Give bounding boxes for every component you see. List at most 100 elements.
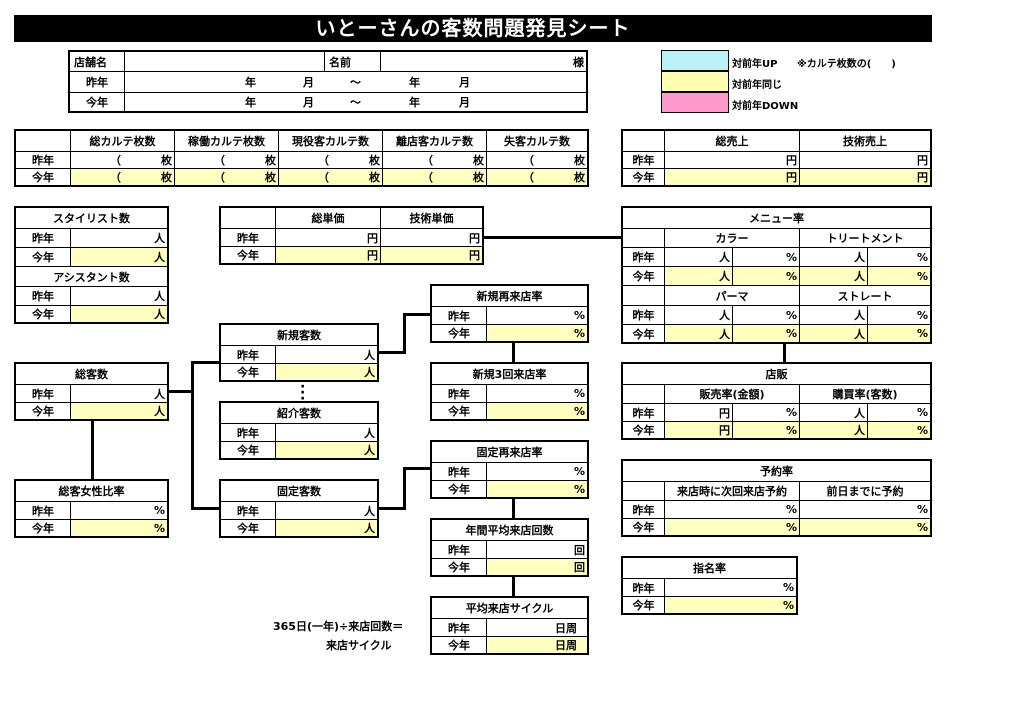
- nin-unit: 人: [364, 348, 375, 362]
- pct-unit: %: [153, 521, 165, 535]
- karte-lost-last[interactable]: （枚: [486, 152, 587, 168]
- new-third-header: 新規3回来店率: [472, 368, 547, 381]
- row-this-label: 今年: [32, 171, 54, 184]
- connector-fixed-vertical: [403, 467, 406, 510]
- menu-color-count-last[interactable]: 人: [664, 248, 732, 266]
- assistant-this[interactable]: 人: [70, 306, 167, 322]
- menu-straight-pct-this[interactable]: %: [867, 325, 930, 342]
- row-last-label: 昨年: [632, 154, 655, 167]
- connector-menu-retail: [783, 344, 786, 362]
- fixed-customers-last[interactable]: 人: [275, 502, 377, 519]
- annual-visits-last[interactable]: 回: [486, 541, 587, 558]
- nomination-this[interactable]: %: [664, 597, 796, 613]
- karte-active-this[interactable]: （枚: [174, 169, 278, 185]
- stylist-this[interactable]: 人: [70, 248, 167, 266]
- reservation-table: 予約率 来店時に次回来店予約 前日までに予約 昨年 % % 今年 % %: [621, 459, 932, 537]
- avg-cycle-last[interactable]: 日周: [486, 619, 587, 636]
- pct-unit: %: [782, 581, 794, 594]
- pct-unit: %: [916, 406, 928, 419]
- total-customers-last[interactable]: 人: [70, 385, 167, 402]
- total-customers-this[interactable]: 人: [70, 403, 167, 419]
- karte-leaving-this[interactable]: （枚: [382, 169, 486, 185]
- row-last-label: 昨年: [237, 504, 259, 518]
- sales-tech-last[interactable]: 円: [799, 152, 930, 168]
- menu-color-count-this[interactable]: 人: [664, 267, 732, 285]
- karte-total-this[interactable]: （枚: [70, 169, 174, 185]
- period-this-field[interactable]: 年 月 〜 年 月: [124, 93, 586, 111]
- reservation-prev-this[interactable]: %: [799, 519, 930, 535]
- name-field[interactable]: 様: [380, 52, 586, 71]
- menu-color-pct-last[interactable]: %: [732, 248, 799, 266]
- assistant-last[interactable]: 人: [70, 287, 167, 305]
- referral-last[interactable]: 人: [275, 424, 377, 441]
- karte-current-last[interactable]: （枚: [278, 152, 382, 168]
- retail-sales-pct-this[interactable]: %: [732, 422, 799, 438]
- connector-fixedreturn-annual: [512, 499, 515, 518]
- unit-price-total-last[interactable]: 円: [275, 229, 380, 246]
- female-ratio-last[interactable]: %: [70, 502, 167, 519]
- unit-price-total-this[interactable]: 円: [275, 247, 380, 263]
- reservation-next-last[interactable]: %: [664, 501, 799, 518]
- sales-total-last[interactable]: 円: [664, 152, 799, 168]
- fixed-return-this[interactable]: %: [486, 481, 587, 497]
- new-third-last[interactable]: %: [486, 385, 587, 402]
- reservation-next-this[interactable]: %: [664, 519, 799, 535]
- new-third-table: 新規3回来店率 昨年 % 今年 %: [430, 362, 589, 421]
- new-customers-last[interactable]: 人: [275, 346, 377, 363]
- menu-treatment-count-this[interactable]: 人: [799, 267, 867, 285]
- period-last-field[interactable]: 年 月 〜 年 月: [124, 72, 586, 92]
- menu-perm-pct-this[interactable]: %: [732, 325, 799, 342]
- fixed-customers-this[interactable]: 人: [275, 520, 377, 536]
- row-last-label: 昨年: [632, 406, 655, 420]
- retail-buy-count-last[interactable]: 人: [799, 404, 867, 421]
- menu-color-pct-this[interactable]: %: [732, 267, 799, 285]
- connector-new-return: [403, 313, 430, 316]
- menu-straight-count-this[interactable]: 人: [799, 325, 867, 342]
- menu-straight-pct-last[interactable]: %: [867, 306, 930, 324]
- menu-rate-header: メニュー率: [749, 212, 804, 225]
- retail-buy-rate-header: 購買率(客数): [799, 385, 930, 403]
- karte-leaving-last[interactable]: （枚: [382, 152, 486, 168]
- row-this-label: 今年: [448, 405, 470, 418]
- menu-treatment-count-last[interactable]: 人: [799, 248, 867, 266]
- reservation-prev-last[interactable]: %: [799, 501, 930, 518]
- unit-price-tech-this[interactable]: 円: [380, 247, 482, 263]
- annual-visits-this[interactable]: 回: [486, 559, 587, 575]
- fixed-return-last[interactable]: %: [486, 463, 587, 480]
- retail-buy-count-this[interactable]: 人: [799, 422, 867, 438]
- retail-sales-amount-last[interactable]: 円: [664, 404, 732, 421]
- store-name-field[interactable]: [124, 52, 324, 71]
- avg-cycle-this[interactable]: 日周: [486, 637, 587, 653]
- open-paren: （: [318, 154, 329, 167]
- nomination-last[interactable]: %: [664, 579, 796, 596]
- menu-treatment-pct-this[interactable]: %: [867, 267, 930, 285]
- menu-perm-count-this[interactable]: 人: [664, 325, 732, 342]
- unit-price-tech-last[interactable]: 円: [380, 229, 482, 246]
- retail-buy-pct-last[interactable]: %: [867, 404, 930, 421]
- menu-straight-count-last[interactable]: 人: [799, 306, 867, 324]
- karte-current-this[interactable]: （枚: [278, 169, 382, 185]
- referral-this[interactable]: 人: [275, 442, 377, 458]
- karte-active-last[interactable]: （枚: [174, 152, 278, 168]
- new-customers-this[interactable]: 人: [275, 364, 377, 380]
- sales-total-this[interactable]: 円: [664, 169, 799, 185]
- stylist-last[interactable]: 人: [70, 229, 167, 247]
- karte-total-last[interactable]: （枚: [70, 152, 174, 168]
- new-third-this[interactable]: %: [486, 403, 587, 419]
- menu-perm-pct-last[interactable]: %: [732, 306, 799, 324]
- menu-perm-count-last[interactable]: 人: [664, 306, 732, 324]
- avg-cycle-table: 平均来店サイクル 昨年 日周 今年 日周: [430, 596, 589, 655]
- nin-unit: 人: [154, 405, 165, 418]
- retail-sales-amount-this[interactable]: 円: [664, 422, 732, 438]
- retail-sales-pct-last[interactable]: %: [732, 404, 799, 421]
- menu-treatment-pct-last[interactable]: %: [867, 248, 930, 266]
- new-return-this[interactable]: %: [486, 325, 587, 341]
- staff-table: スタイリスト数 昨年 人 今年 人 アシスタント数 昨年 人 今年 人: [14, 206, 169, 324]
- new-return-header: 新規再来店率: [476, 290, 543, 303]
- row-this-label: 今年: [237, 444, 259, 457]
- retail-buy-pct-this[interactable]: %: [867, 422, 930, 438]
- karte-lost-this[interactable]: （枚: [486, 169, 587, 185]
- female-ratio-this[interactable]: %: [70, 520, 167, 536]
- new-return-last[interactable]: %: [486, 307, 587, 324]
- sales-tech-this[interactable]: 円: [799, 169, 930, 185]
